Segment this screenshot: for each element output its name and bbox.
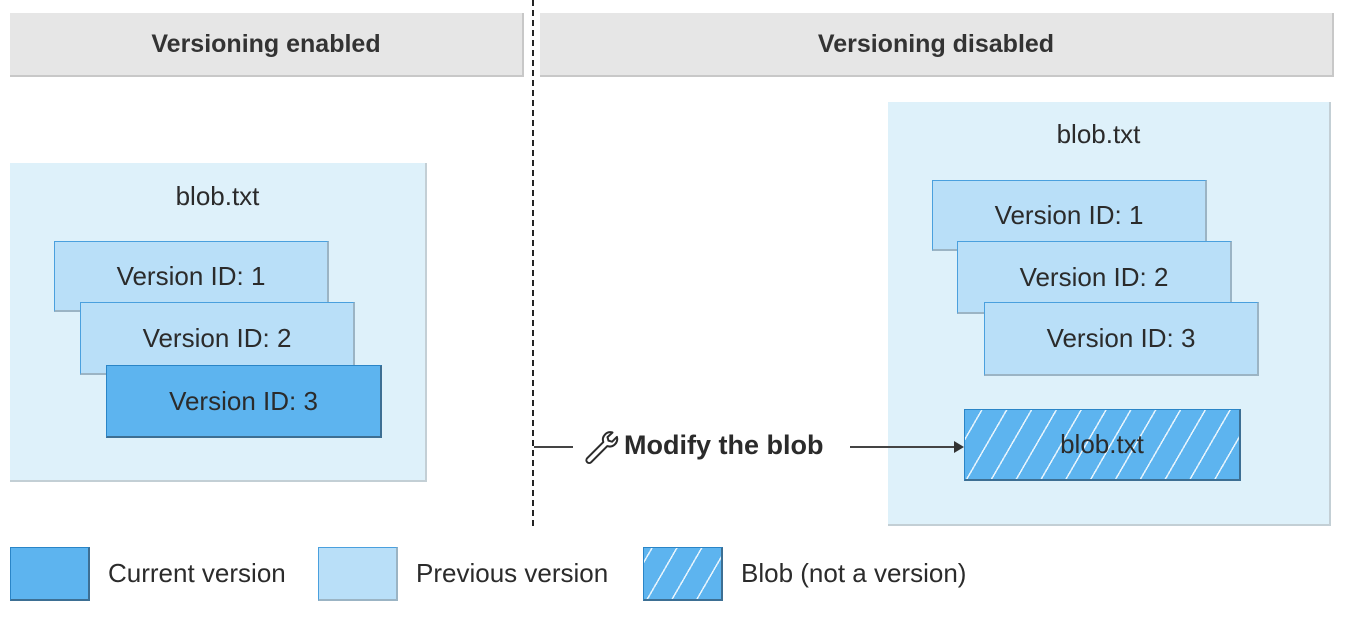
right-blob-card: blob.txt — [964, 409, 1241, 481]
legend-blob-swatch — [643, 547, 723, 601]
left-version-2-card: Version ID: 2 — [80, 302, 355, 375]
legend-blob-label: Blob (not a version) — [741, 558, 967, 588]
header-versioning-disabled-label: Versioning disabled — [817, 29, 1055, 58]
right-blob-label: blob.txt — [1060, 429, 1144, 459]
left-version-3-card: Version ID: 3 — [106, 365, 382, 438]
left-container-title: blob.txt — [175, 181, 260, 211]
left-version-2-label: Version ID: 2 — [142, 322, 292, 353]
right-container-title: blob.txt — [1056, 119, 1141, 149]
right-version-3-card: Version ID: 3 — [984, 302, 1259, 376]
left-version-1-label: Version ID: 1 — [116, 260, 266, 291]
right-version-1-label: Version ID: 1 — [994, 199, 1144, 230]
legend-current-label: Current version — [108, 558, 286, 588]
header-versioning-disabled: Versioning disabled — [540, 13, 1334, 77]
connector-arrowhead — [954, 441, 964, 453]
header-versioning-enabled-label: Versioning enabled — [151, 29, 381, 58]
header-versioning-enabled: Versioning enabled — [10, 13, 524, 77]
right-version-3-label: Version ID: 3 — [1046, 323, 1196, 353]
legend-current-swatch — [10, 547, 90, 601]
legend-previous-swatch — [318, 547, 398, 601]
action-connector — [534, 441, 964, 453]
left-version-3-label: Version ID: 3 — [169, 385, 318, 416]
right-version-2-label: Version ID: 2 — [1019, 261, 1169, 292]
left-version-1-card: Version ID: 1 — [54, 241, 329, 312]
legend-previous-label: Previous version — [416, 558, 609, 588]
section-divider — [532, 0, 534, 526]
wrench-icon — [585, 431, 619, 465]
modify-blob-label: Modify the blob — [624, 430, 824, 460]
